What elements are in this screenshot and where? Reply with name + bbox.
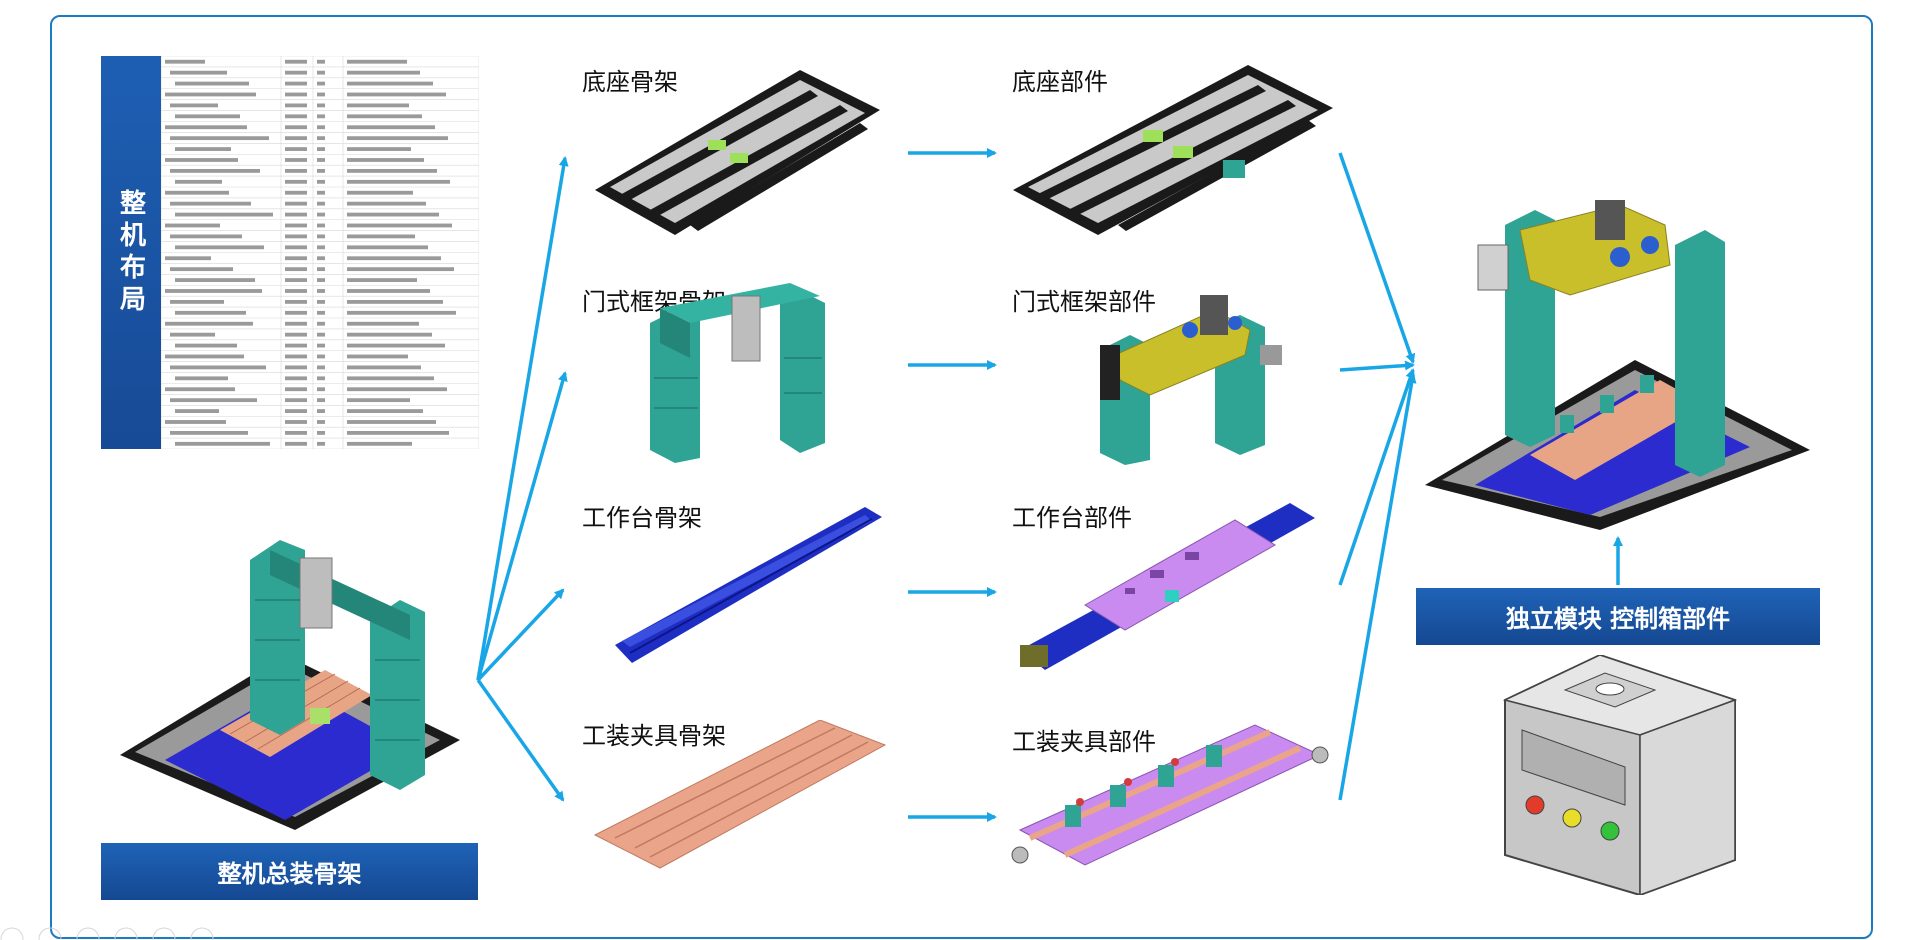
label-table-frame: 工作台骨架 (582, 504, 702, 532)
base-frame-image (590, 65, 885, 240)
control-box-image (1500, 655, 1740, 895)
base-parts-image (1008, 60, 1338, 240)
gantry-frame-image (640, 278, 830, 463)
table-parts-image (1015, 500, 1320, 675)
assembly-frame-banner-text: 整机总装骨架 (217, 860, 362, 888)
label-table-parts: 工作台部件 (1012, 504, 1132, 532)
side-title-text: 整机布局 (115, 188, 146, 317)
final-machine-image (1420, 185, 1815, 530)
fixture-parts-image (1010, 710, 1330, 870)
diagram-frame (50, 15, 1873, 939)
label-base-parts: 底座部件 (1012, 68, 1108, 96)
label-fixture-frame: 工装夹具骨架 (582, 722, 726, 750)
control-box-banner-text: 独立模块 控制箱部件 (1505, 605, 1731, 633)
gantry-parts-image (1085, 285, 1285, 465)
side-title-banner: 整机布局 (101, 56, 161, 449)
label-base-frame: 底座骨架 (582, 68, 678, 96)
label-fixture-parts: 工装夹具部件 (1012, 728, 1156, 756)
assembly-frame-image (110, 520, 470, 830)
table-frame-image (610, 505, 885, 665)
fixture-frame-image (590, 720, 890, 870)
control-box-banner: 独立模块 控制箱部件 (1416, 588, 1820, 645)
watermark-logo (0, 927, 214, 940)
label-gantry-parts: 门式框架部件 (1012, 288, 1156, 316)
bom-table-image (160, 55, 480, 450)
assembly-frame-banner: 整机总装骨架 (101, 843, 478, 900)
